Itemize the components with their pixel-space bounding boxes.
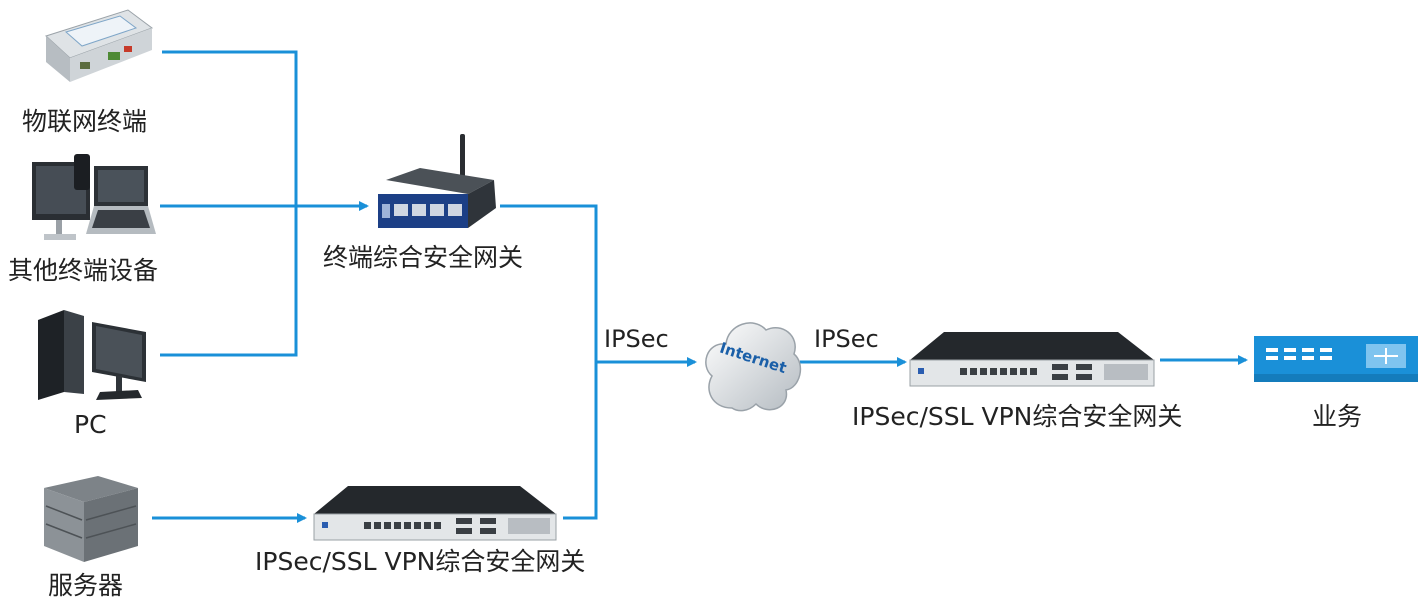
terminal-gateway-label: 终端综合安全网关 [323,243,524,272]
ipsec-right-label: IPSec [814,325,879,353]
iot-terminal-label: 物联网终端 [22,107,148,136]
laptop-monitor-phone-icon [32,154,156,240]
router-with-antenna-icon [378,134,496,228]
server-rack-icon [44,476,138,562]
vpn-gateway-bottom-label: IPSec/SSL VPN综合安全网关 [255,547,586,576]
vpn-gateway-right-label: IPSec/SSL VPN综合安全网关 [852,402,1183,431]
switch-panel-icon [1254,336,1418,382]
cloud-icon: Internet [705,322,802,412]
other-devices-label: 其他终端设备 [8,256,159,285]
pc-label: PC [74,410,107,439]
desktop-pc-icon [38,310,146,400]
iot-terminal-icon [45,9,154,82]
ipsec-left-label: IPSec [604,325,669,353]
vpn-gateway-right-icon [909,332,1155,387]
link-iot-bus [160,50,298,357]
business-label: 业务 [1312,402,1363,431]
vpn-gateway-bottom-icon [313,486,557,541]
server-label: 服务器 [48,571,124,600]
